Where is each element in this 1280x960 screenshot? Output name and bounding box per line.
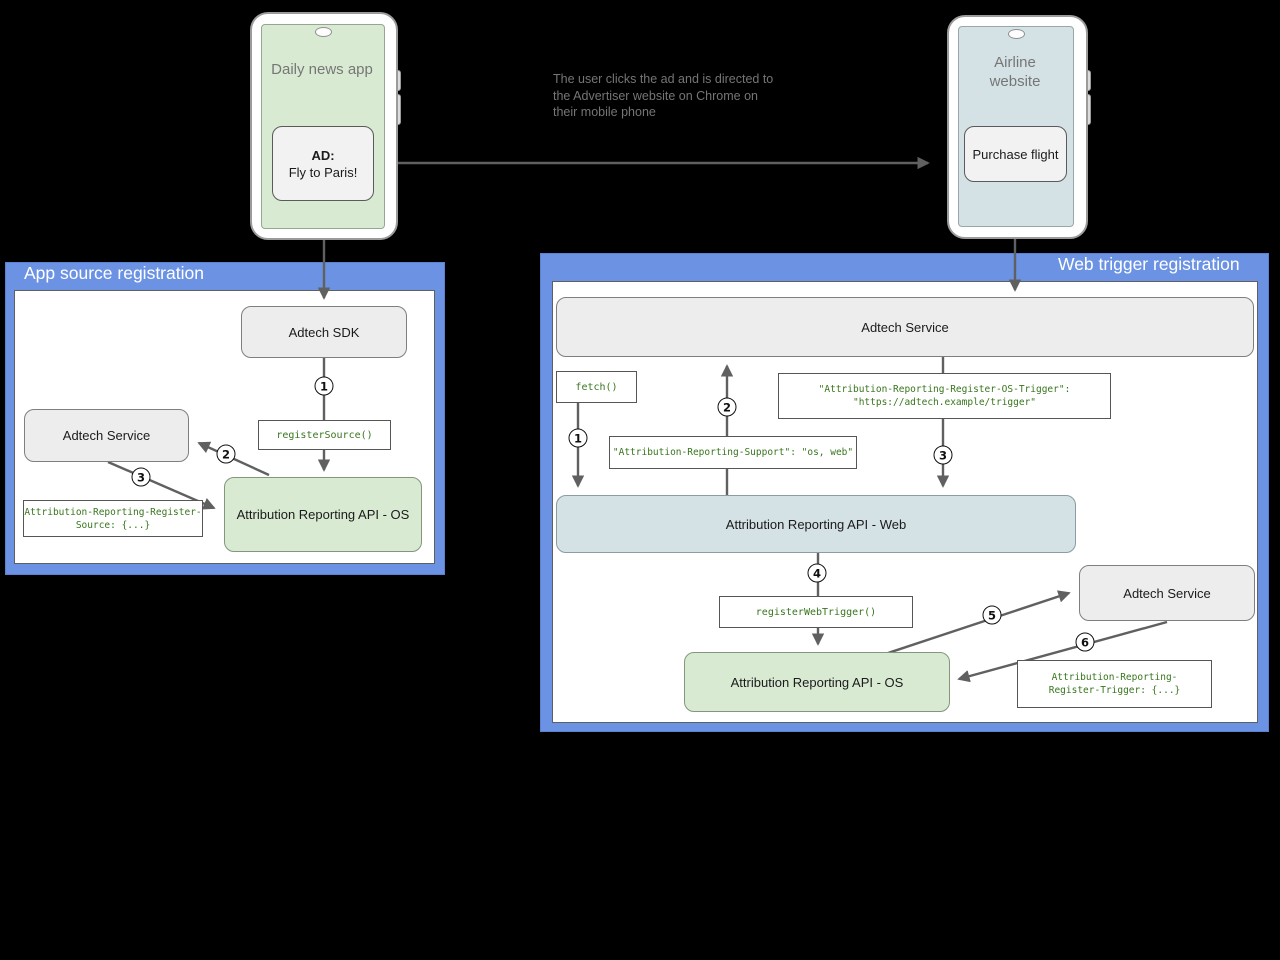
user-click-caption: The user clicks the ad and is directed t… <box>553 71 803 121</box>
fetch-code-box: fetch() <box>556 371 637 403</box>
attribution-api-os-node: Attribution Reporting API - OS <box>224 477 422 552</box>
header-code-line: Register-Trigger: {...} <box>1048 685 1181 696</box>
support-header-box: "Attribution-Reporting-Support": "os, we… <box>609 436 857 469</box>
register-source-header-box: Attribution-Reporting-Register- Source: … <box>23 500 203 537</box>
step-1-badge: 1 <box>568 428 588 448</box>
attribution-api-web-node: Attribution Reporting API - Web <box>556 495 1076 553</box>
register-web-trigger-code-box: registerWebTrigger() <box>719 596 913 628</box>
adtech-service-node: Adtech Service <box>24 409 189 462</box>
os-trigger-header-box: "Attribution-Reporting-Register-OS-Trigg… <box>778 373 1111 419</box>
step-3-badge: 3 <box>933 445 953 465</box>
step-3-badge: 3 <box>131 467 151 487</box>
caption-line: The user clicks the ad and is directed t… <box>553 72 774 86</box>
register-trigger-header-box: Attribution-Reporting- Register-Trigger:… <box>1017 660 1212 708</box>
purchase-flight-button: Purchase flight <box>964 126 1067 182</box>
ad-text: Fly to Paris! <box>288 164 358 180</box>
step-5-badge: 5 <box>982 605 1002 625</box>
caption-line: the Advertiser website on Chrome on <box>553 88 758 103</box>
header-code-line: "Attribution-Reporting-Register-OS-Trigg… <box>818 384 1071 395</box>
ad-heading: AD: <box>311 147 335 163</box>
step-6-badge: 6 <box>1075 632 1095 652</box>
attribution-api-os-web-node: Attribution Reporting API - OS <box>684 652 950 712</box>
adtech-sdk-node: Adtech SDK <box>241 306 407 358</box>
register-source-code-box: registerSource() <box>258 420 391 450</box>
header-code-line: "https://adtech.example/trigger" <box>852 397 1037 408</box>
news-app-title: Daily news app <box>271 61 373 78</box>
ad-banner: AD: Fly to Paris! <box>272 126 374 201</box>
adtech-service-right-node: Adtech Service <box>1079 565 1255 621</box>
step-1-badge: 1 <box>314 376 334 396</box>
step-2-badge: 2 <box>216 444 236 464</box>
web-trigger-panel-title: Web trigger registration <box>1058 254 1240 274</box>
step-2-badge: 2 <box>717 397 737 417</box>
airline-site-title: Airline website <box>989 54 1041 90</box>
phone-camera-dot <box>315 27 332 37</box>
header-code-line: Source: {...} <box>75 519 151 531</box>
caption-line: their mobile phone <box>553 105 656 119</box>
app-source-panel-title: App source registration <box>24 263 204 283</box>
step-4-badge: 4 <box>807 563 827 583</box>
header-code-line: Attribution-Reporting- <box>1051 672 1178 683</box>
header-code-line: Attribution-Reporting-Register- <box>24 506 202 518</box>
phone-camera-dot <box>1008 29 1025 39</box>
adtech-service-top-node: Adtech Service <box>556 297 1254 357</box>
